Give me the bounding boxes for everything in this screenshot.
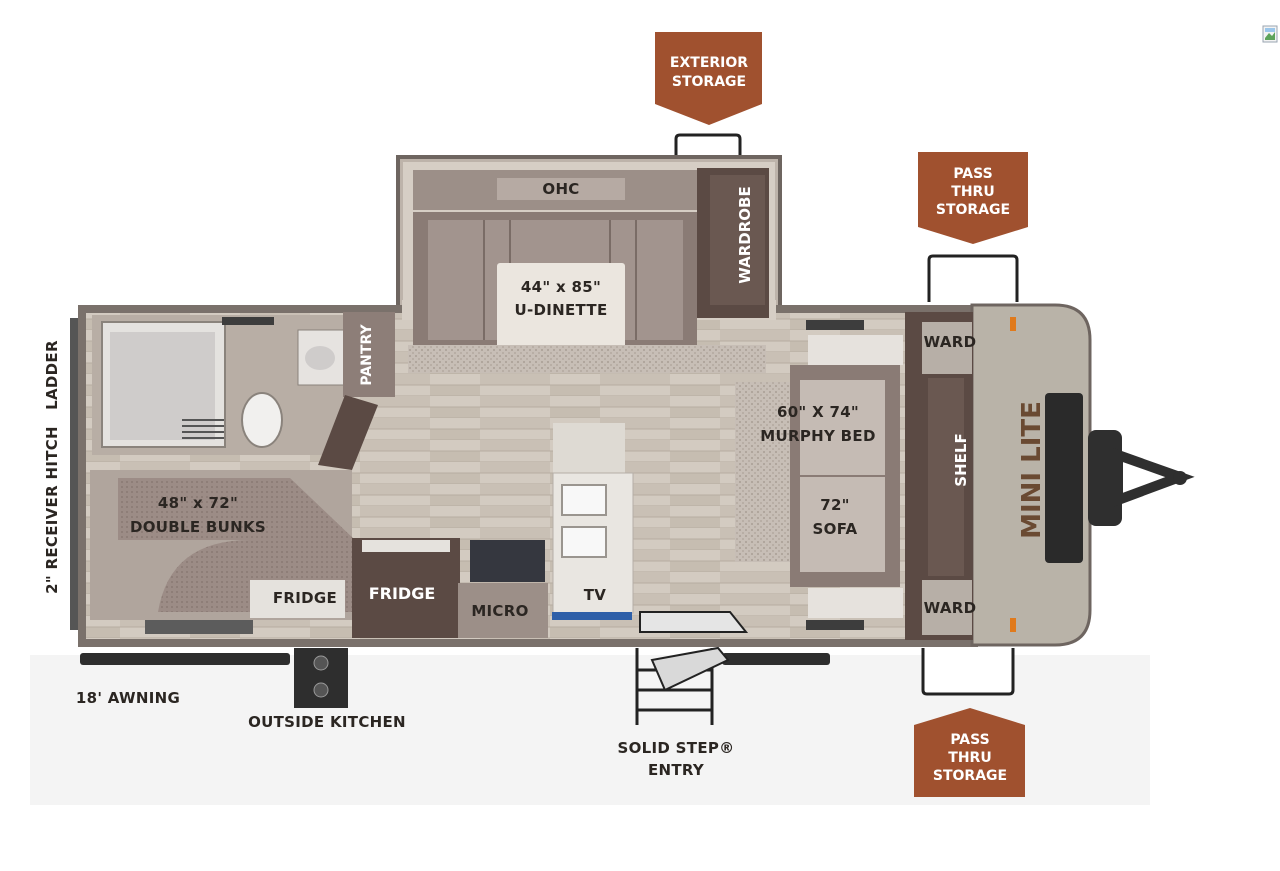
sofa-size-label: 72": [820, 496, 850, 514]
pass-thru-door-bottom: [921, 648, 1015, 696]
ward-top: [922, 322, 972, 374]
bunk-window: [145, 620, 253, 634]
kitchen-sink-left: [561, 484, 607, 516]
wardrobe-label: WARDROBE: [736, 186, 754, 283]
front-shelf: [928, 378, 964, 576]
ward-bottom: [922, 580, 972, 635]
kitchen-island: [553, 423, 625, 473]
callout-pass-bottom-line1: PASS: [950, 732, 989, 748]
shelf-label: SHELF: [952, 433, 970, 486]
outside-kitchen-unit: [294, 648, 348, 708]
bunk-fridge-area: [250, 580, 345, 618]
ohc-label: OHC: [542, 180, 579, 198]
shower-grate: [182, 419, 224, 439]
kitchen-sink-right: [561, 526, 607, 558]
callout-pass-top-line1: PASS: [953, 166, 992, 182]
exterior-storage-door: [674, 133, 742, 156]
murphy-bed: [800, 380, 885, 475]
fridge-right-label: FRIDGE: [369, 584, 436, 603]
stove: [470, 540, 545, 582]
callout-pass-top-line2: THRU: [951, 184, 994, 200]
murphy-name-label: MURPHY BED: [760, 427, 875, 445]
awning-rail-left: [80, 653, 290, 665]
callout-pass-bottom-line2: THRU: [948, 750, 991, 766]
ward-top-label: WARD: [924, 333, 977, 351]
end-table-top: [808, 335, 903, 365]
callout-pass-thru-top: PASS THRU STORAGE: [918, 152, 1028, 244]
dinette-size-label: 44" x 85": [521, 278, 601, 296]
callout-pass-thru-bottom: PASS THRU STORAGE: [914, 708, 1025, 797]
entry-steps: [635, 646, 730, 725]
hitch-label: 2" RECEIVER HITCH: [43, 426, 61, 594]
callout-exterior-line2: STORAGE: [672, 74, 746, 90]
outside-kitchen-label: OUTSIDE KITCHEN: [248, 713, 406, 731]
toilet: [241, 392, 283, 448]
dinette-rug: [408, 345, 766, 373]
fridge-cabinet: [352, 538, 460, 638]
pass-thru-door-top: [927, 254, 1019, 302]
pantry-label: PANTRY: [359, 324, 375, 386]
marker-light-bottom: [1010, 618, 1016, 632]
callout-pass-bottom-line3: STORAGE: [933, 768, 1007, 784]
window-living-bottom: [806, 620, 864, 630]
brand-logo: MINI LITE: [1017, 401, 1047, 539]
marker-light-top: [1010, 317, 1016, 331]
window-living-top: [806, 320, 864, 330]
hitch-tongue: [1088, 430, 1195, 526]
tv-unit: [552, 612, 632, 620]
ward-bottom-label: WARD: [924, 599, 977, 617]
shower-pan: [110, 332, 215, 440]
microwave-cabinet: [458, 583, 548, 638]
sofa: [800, 477, 885, 572]
fridge-left-label: FRIDGE: [273, 589, 337, 607]
dinette-table: [497, 263, 625, 348]
front-window: [1045, 393, 1083, 563]
rear-bumper: [70, 318, 78, 630]
window-bath: [222, 317, 274, 325]
pantry-cabinet: [343, 312, 395, 397]
bunks-size-label: 48" x 72": [158, 494, 238, 512]
entry-label-line1: SOLID STEP®: [618, 739, 735, 757]
awning-label: 18' AWNING: [76, 689, 180, 707]
double-bunks: [118, 478, 355, 612]
murphy-size-label: 60" X 74": [777, 403, 859, 421]
entry-door-swing: [639, 611, 749, 633]
end-table-bottom: [808, 588, 903, 618]
bathroom-door: [318, 395, 378, 470]
bunks-name-label: DOUBLE BUNKS: [130, 518, 266, 536]
callout-pass-top-line3: STORAGE: [936, 202, 1010, 218]
awning-rail-right: [722, 653, 830, 665]
callout-exterior-line1: EXTERIOR: [670, 55, 748, 71]
tv-label: TV: [584, 586, 607, 604]
ohc-panel: [497, 178, 625, 200]
sofa-name-label: SOFA: [813, 520, 858, 538]
dinette-name-label: U-DINETTE: [515, 301, 608, 319]
wardrobe-door: [710, 175, 765, 305]
callout-exterior-storage: EXTERIOR STORAGE: [655, 32, 762, 125]
broken-image-icon: [1262, 25, 1278, 43]
entry-label-line2: ENTRY: [648, 761, 705, 779]
ladder-label: LADDER: [43, 340, 61, 410]
micro-label: MICRO: [471, 602, 528, 620]
